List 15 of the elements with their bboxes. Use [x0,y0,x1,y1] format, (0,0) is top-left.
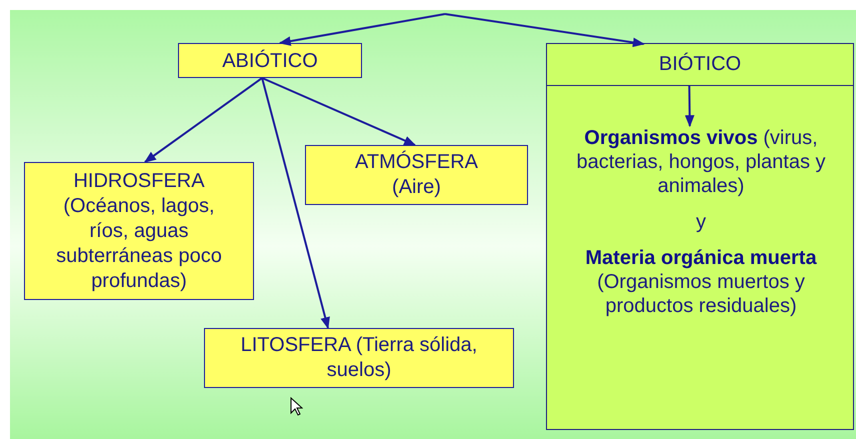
concept-box: HIDROSFERA (Océanos, lagos, ríos, aguas subterráneas poco profundas) [24,162,254,300]
concept-box: LITOSFERA (Tierra sólida, suelos) [204,328,514,388]
arrow [444,13,645,48]
panel-title: BIÓTICO [547,44,853,86]
description-text: y [696,210,706,234]
arrow [262,77,416,146]
arrow [261,78,330,330]
arrow [144,77,263,163]
concept-box: ABIÓTICO [178,43,362,78]
description-text: Organismos vivos (virus, bacterias, hongos, plantas y animales) [575,126,827,198]
description-text: Materia orgánica muerta (Organismos muertos y productos residuales) [584,246,818,318]
concept-box: ATMÓSFERA (Aire) [305,145,528,205]
arrow [278,13,446,46]
arrow [684,86,694,128]
group-panel [546,43,854,430]
